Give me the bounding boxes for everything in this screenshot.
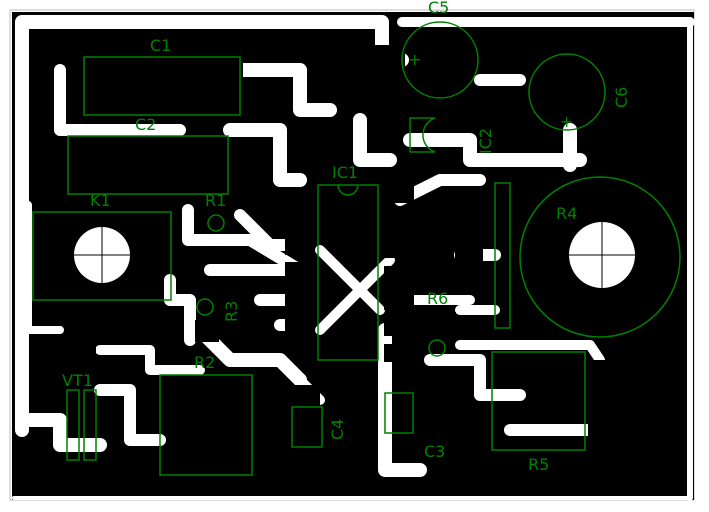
- trace-k1-bottom: [164, 274, 196, 346]
- pad-c1-right: [205, 60, 243, 108]
- trace-r5-left: [424, 354, 526, 401]
- c2-outline: [67, 135, 229, 195]
- trace-r5-top: [455, 340, 605, 365]
- pad-vt1-top: [68, 335, 96, 365]
- trace-c1-right: [233, 63, 337, 117]
- trace-ic2-right: [403, 133, 587, 167]
- label-vt1: VT1: [62, 371, 93, 390]
- label-c1: C1: [150, 36, 171, 55]
- ic1-outline: [317, 184, 379, 361]
- trace-ic2-down: [353, 113, 397, 167]
- pad-r5-right-bottom: [588, 420, 612, 444]
- pad-ic1-l3: [285, 262, 315, 280]
- c3-outline: [384, 392, 414, 434]
- silkscreen-labels: C5 C1 C2 K1 R1 IC1 R4 R6 R2 VT1 C3 R5 C4…: [62, 0, 631, 474]
- r2-outline: [159, 374, 253, 476]
- c6-outline: [528, 53, 606, 131]
- trace-ic1-cross: [315, 245, 385, 315]
- pad-ic2-a: [375, 90, 405, 120]
- pad-ic1-r6: [384, 318, 414, 336]
- trace-bottom-left: [23, 413, 107, 452]
- pad-c5-left: [375, 45, 405, 75]
- silkscreen-outlines: [32, 21, 681, 476]
- trace-c2-right: [223, 123, 307, 187]
- label-c2: C2: [135, 115, 156, 134]
- r4-pot-outline: [519, 176, 681, 338]
- pad-ic1-r1: [384, 185, 414, 203]
- r6-pad-ring: [428, 339, 446, 357]
- trace-k1-left: [24, 201, 64, 334]
- mounting-holes: [74, 222, 635, 288]
- pad-ic1-l4: [285, 290, 315, 308]
- trace-c1-left: [54, 64, 186, 136]
- solder-pads: [68, 45, 612, 444]
- c5-plus-mark: +: [408, 50, 421, 69]
- c1-outline: [83, 56, 241, 116]
- c6-plus-mark: +: [560, 112, 573, 131]
- label-r6: R6: [427, 289, 448, 308]
- pad-ic1-r2: [384, 212, 414, 230]
- label-r4: R4: [556, 204, 577, 223]
- r1-pad-ring: [207, 214, 225, 232]
- vt1-right-outline: [83, 389, 97, 461]
- pad-ic1-r4: [384, 266, 414, 284]
- pad-c2-left: [70, 137, 110, 187]
- r4-outline: [494, 182, 511, 329]
- label-ic1: IC1: [332, 163, 358, 182]
- c4-outline: [291, 406, 323, 448]
- trace-vt1-right: [94, 384, 166, 446]
- label-c6: C6: [612, 87, 631, 108]
- label-ic2: IC2: [476, 128, 495, 154]
- pad-ic1-l1: [285, 205, 315, 223]
- pad-c1-left: [84, 60, 124, 100]
- pad-r2-top: [195, 320, 219, 342]
- pad-ic1-r5: [384, 292, 414, 310]
- trace-r2-top: [198, 328, 307, 387]
- label-r2: R2: [194, 353, 215, 372]
- label-r1: R1: [205, 191, 226, 210]
- pad-ic1-r7: [384, 344, 414, 362]
- r3-pad-ring: [196, 298, 214, 316]
- label-c4: C4: [328, 419, 347, 440]
- pad-ic1-l2: [285, 237, 315, 255]
- label-c3: C3: [424, 442, 445, 461]
- pad-c2-right: [190, 137, 228, 187]
- label-k1: K1: [90, 191, 111, 210]
- pad-r5-right-top: [588, 360, 612, 384]
- ic2-outline: [409, 117, 436, 153]
- pad-c4-top: [295, 385, 320, 407]
- label-r5: R5: [528, 455, 549, 474]
- vt1-left-outline: [66, 389, 80, 461]
- pad-r6-a: [428, 312, 456, 334]
- label-r3: R3: [222, 301, 241, 322]
- trace-ic1-right-down: [378, 323, 427, 477]
- pad-ic1-r3: [384, 240, 414, 258]
- pad-ic1-l5: [285, 316, 315, 334]
- c5-outline: [401, 21, 479, 99]
- ic1-notch: [337, 184, 359, 196]
- trace-r1-down: [182, 204, 306, 276]
- label-c5: C5: [428, 0, 449, 17]
- pad-r6-b: [455, 245, 483, 267]
- trace-vt1-mid: [95, 345, 205, 375]
- k1-outline: [32, 211, 172, 301]
- r5-outline: [491, 351, 586, 451]
